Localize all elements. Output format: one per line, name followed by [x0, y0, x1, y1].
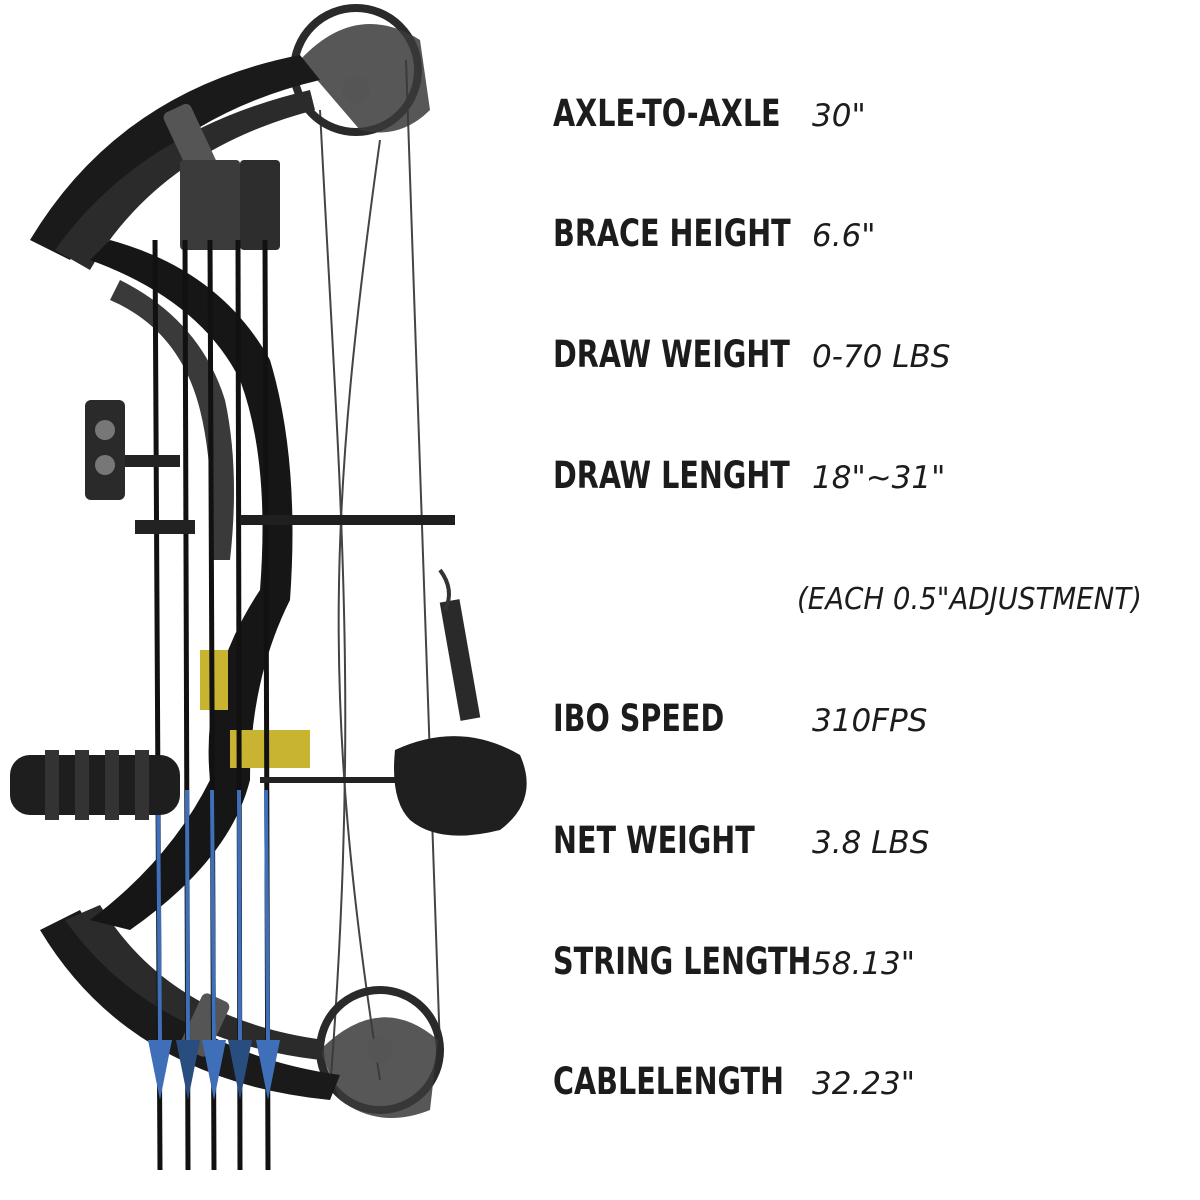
- spec-value-draw-weight: 0-70 LBS: [812, 339, 951, 375]
- spec-label-ibo-speed: IBO SPEED: [553, 697, 725, 740]
- draw-length-adjustment-note: (EACH 0.5"ADJUSTMENT): [797, 582, 1142, 617]
- spec-value-cable-length: 32.23": [812, 1066, 916, 1102]
- spec-label-string-length: STRING LENGTH: [553, 940, 812, 983]
- spec-label-draw-weight: DRAW WEIGHT: [553, 333, 790, 376]
- spec-label-net-weight: NET WEIGHT: [553, 819, 755, 862]
- bow-riser: [90, 240, 310, 930]
- spec-value-net-weight: 3.8 LBS: [812, 825, 930, 861]
- arrow-rest-bar: [240, 515, 455, 525]
- bow-sight: [85, 400, 195, 534]
- spec-value-draw-length: 18"~31": [812, 460, 946, 496]
- spec-value-axle-to-axle: 30": [812, 98, 866, 134]
- bow-string-and-cables: [319, 59, 441, 1091]
- upper-limb: [30, 55, 320, 270]
- spec-label-axle-to-axle: AXLE-TO-AXLE: [553, 92, 781, 135]
- spec-label-cable-length: CABLELENGTH: [553, 1060, 784, 1103]
- spec-value-brace-height: 6.6": [812, 218, 876, 254]
- spec-label-brace-height: BRACE HEIGHT: [553, 212, 791, 255]
- spec-label-draw-length: DRAW LENGHT: [553, 454, 790, 497]
- upper-cam: [290, 4, 430, 136]
- lower-cam: [316, 986, 444, 1118]
- spec-value-ibo-speed: 310FPS: [812, 703, 928, 739]
- compound-bow-image: [10, 4, 527, 1171]
- stabilizer: [10, 750, 180, 820]
- arrows: [148, 160, 280, 1171]
- release-aid: [260, 568, 527, 836]
- spec-value-string-length: 58.13": [812, 946, 916, 982]
